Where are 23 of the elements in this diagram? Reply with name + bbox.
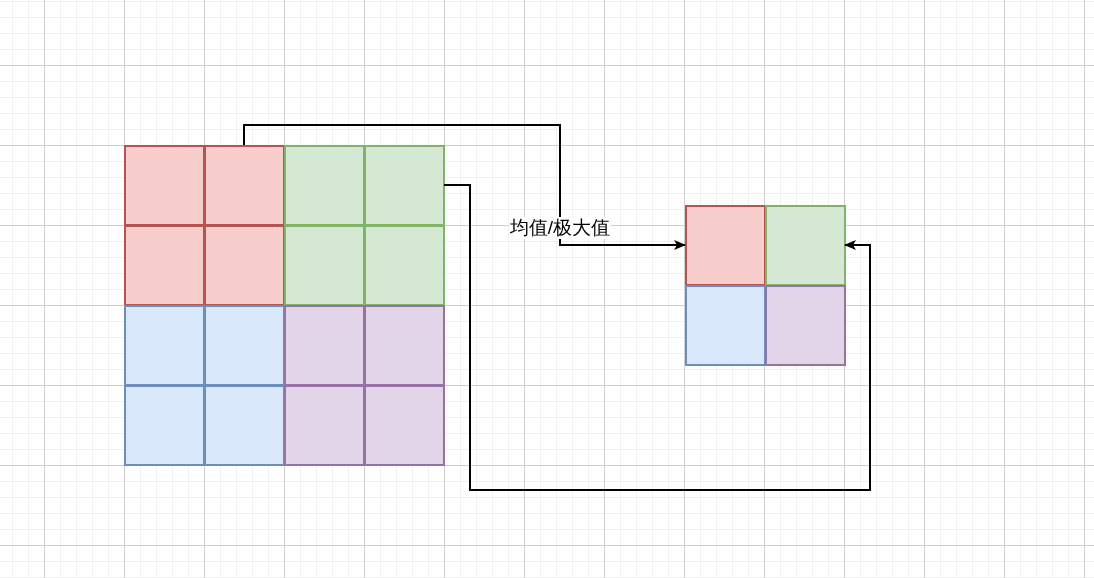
grid-cell [124, 145, 205, 226]
grid-cell [685, 205, 766, 286]
grid-cell [284, 385, 365, 466]
grid-cell [765, 205, 846, 286]
arrow [443, 184, 871, 491]
grid-cell [284, 305, 365, 386]
edge-label: 均值/极大值 [508, 217, 612, 239]
grid-cell [364, 225, 445, 306]
grid-cell [204, 145, 285, 226]
grid-cell [284, 225, 365, 306]
grid-cell [204, 385, 285, 466]
grid-cell [124, 385, 205, 466]
grid-cell [124, 225, 205, 306]
grid-cell [765, 285, 846, 366]
grid-cell [685, 285, 766, 366]
grid-cell [284, 145, 365, 226]
grid-cell [364, 385, 445, 466]
arrow [243, 124, 686, 250]
grid-cell [364, 305, 445, 386]
grid-cell [204, 225, 285, 306]
grid-cell [364, 145, 445, 226]
grid-cell [124, 305, 205, 386]
grid-cell [204, 305, 285, 386]
